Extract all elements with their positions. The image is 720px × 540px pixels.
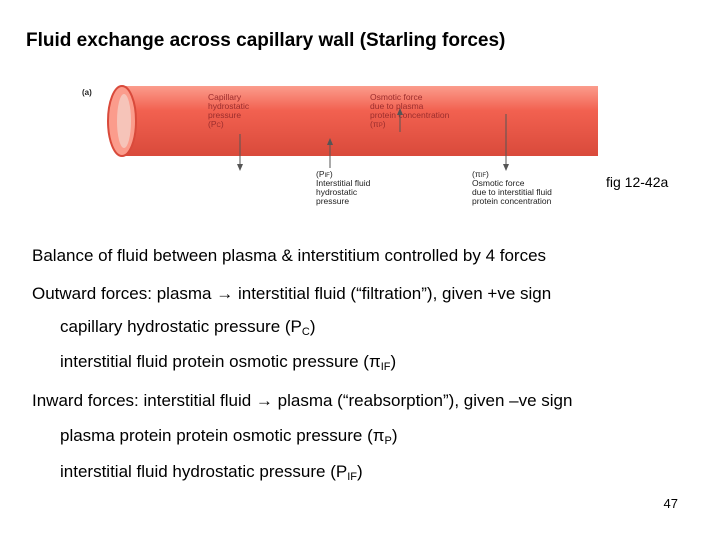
item-text: plasma protein protein osmotic pressure … bbox=[60, 426, 385, 445]
inward-item-interstitial-hydrostatic: interstitial fluid hydrostatic pressure … bbox=[60, 462, 363, 483]
capillary-figure: (a) Capillary hydrostatic pressure (PC) … bbox=[82, 85, 598, 206]
inward-pre: Inward forces: interstitial fluid bbox=[32, 391, 256, 410]
svg-text:Capillary hydrostatic: Capillary hydrostatic pressure (PC) bbox=[208, 92, 251, 129]
piif-line-4: protein concentration bbox=[472, 196, 552, 206]
outward-post: interstitial fluid (“filtration”), given… bbox=[233, 284, 552, 303]
pc-line-4c: ) bbox=[221, 119, 224, 129]
right-arrow-icon: → bbox=[216, 284, 234, 303]
capillary-lumen bbox=[117, 94, 131, 148]
outward-heading: Outward forces: plasma → interstitial fl… bbox=[32, 284, 551, 304]
piif-line-1a: (π bbox=[472, 169, 481, 179]
item-close: ) bbox=[357, 462, 363, 481]
item-subscript: C bbox=[301, 326, 310, 338]
item-subscript: IF bbox=[347, 471, 358, 483]
pc-arrowhead-icon bbox=[237, 164, 243, 171]
item-close: ) bbox=[309, 317, 316, 336]
outward-item-interstitial-osmotic: interstitial fluid protein osmotic press… bbox=[60, 352, 397, 373]
svg-text:(πIF) Osmotic force du: (πIF) Osmotic force due to interstitial … bbox=[472, 169, 554, 206]
piif-line-2: Osmotic force bbox=[472, 178, 525, 188]
inward-post: plasma (“reabsorption”), given –ve sign bbox=[272, 391, 573, 410]
pip-line-4b: P bbox=[379, 123, 383, 129]
outward-item-capillary-hydrostatic: capillary hydrostatic pressure (PC) bbox=[60, 317, 316, 338]
svg-text:Osmotic force due to plasm: Osmotic force due to plasma protein conc… bbox=[370, 92, 452, 129]
item-text: capillary hydrostatic pressure (P bbox=[60, 317, 302, 336]
pif-line-4: pressure bbox=[316, 196, 349, 206]
right-arrow-icon: → bbox=[255, 391, 273, 410]
pip-line-2: due to plasma bbox=[370, 101, 424, 111]
item-subscript: P bbox=[384, 435, 392, 447]
pc-line-3: pressure bbox=[208, 110, 241, 120]
item-text: interstitial fluid protein osmotic press… bbox=[60, 352, 381, 371]
pif-line-3: hydrostatic bbox=[316, 187, 358, 197]
piif-line-3: due to interstitial fluid bbox=[472, 187, 552, 197]
pip-line-1: Osmotic force bbox=[370, 92, 423, 102]
panel-label: (a) bbox=[82, 88, 92, 97]
pif-line-2: Interstitial fluid bbox=[316, 178, 371, 188]
figure-caption: fig 12-42a bbox=[606, 174, 669, 190]
pip-line-4a: (π bbox=[370, 119, 379, 129]
item-subscript: IF bbox=[380, 361, 391, 373]
inward-heading: Inward forces: interstitial fluid → plas… bbox=[32, 391, 572, 411]
piif-line-1b: IF bbox=[481, 173, 487, 179]
intro-text: Balance of fluid between plasma & inters… bbox=[32, 246, 547, 265]
pip-line-3: protein concentration bbox=[370, 110, 450, 120]
pif-line-1a: (P bbox=[316, 169, 325, 179]
pc-line-4b: C bbox=[217, 123, 222, 129]
pc-line-4a: (P bbox=[208, 119, 217, 129]
outward-pre: Outward forces: plasma bbox=[32, 284, 217, 303]
pc-line-2: hydrostatic bbox=[208, 101, 250, 111]
pif-line-1b: IF bbox=[325, 173, 331, 179]
pif-arrowhead-icon bbox=[327, 138, 333, 145]
capillary-tube bbox=[120, 86, 598, 156]
item-text: interstitial fluid hydrostatic pressure … bbox=[60, 462, 348, 481]
item-close: ) bbox=[391, 426, 398, 445]
piif-arrowhead-icon bbox=[503, 164, 509, 171]
page-number: 47 bbox=[663, 496, 678, 511]
item-close: ) bbox=[390, 352, 397, 371]
svg-text:(PIF) Interstitial fluid: (PIF) Interstitial fluid hydrostatic pre… bbox=[316, 169, 373, 206]
pip-arrowhead-icon bbox=[397, 108, 403, 115]
piif-line-1c: ) bbox=[486, 169, 489, 179]
pif-line-1c: ) bbox=[330, 169, 333, 179]
pip-line-4c: ) bbox=[383, 119, 386, 129]
inward-item-plasma-osmotic: plasma protein protein osmotic pressure … bbox=[60, 426, 398, 447]
pc-line-1: Capillary bbox=[208, 92, 242, 102]
slide-title: Fluid exchange across capillary wall (St… bbox=[26, 30, 506, 51]
